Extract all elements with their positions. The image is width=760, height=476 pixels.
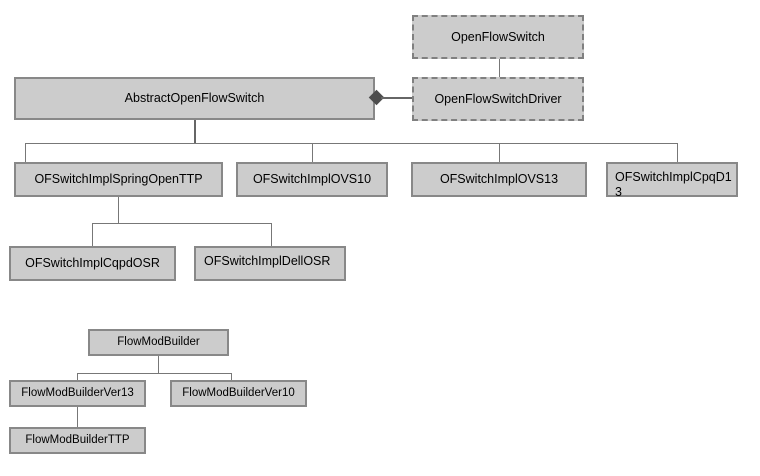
class-name-of-switch-impl-dellosr: OFSwitchImplDellOSR <box>204 254 331 268</box>
class-name-flow-mod-builder-ttp: FlowModBuilderTTP <box>25 434 130 446</box>
class-name-flow-mod-builder: FlowModBuilder <box>117 336 200 348</box>
class-name-of-switch-impl-springopenttp: OFSwitchImplSpringOpenTTP <box>34 172 203 186</box>
connector-abstract-drop <box>194 120 196 144</box>
connector-ver13-to-ttp <box>77 407 78 428</box>
class-box-of-switch-impl-ovs10[interactable]: OFSwitchImplOVS10 <box>236 162 388 197</box>
class-name-of-switch-impl-ovs13: OFSwitchImplOVS13 <box>439 172 559 186</box>
class-name-open-flow-switch-driver: OpenFlowSwitchDriver <box>434 91 562 106</box>
connector-bus-to-ovs13 <box>499 143 500 163</box>
connector-flowmodbuilder-bus <box>77 373 232 374</box>
class-box-of-switch-impl-cqpdosr[interactable]: OFSwitchImplCqpdOSR <box>9 246 176 281</box>
class-name-of-switch-impl-ovs10: OFSwitchImplOVS10 <box>252 172 372 186</box>
class-box-of-switch-impl-dellosr[interactable]: OFSwitchImplDellOSR <box>194 246 346 281</box>
class-name-flow-mod-builder-ver13: FlowModBuilderVer13 <box>21 387 134 399</box>
class-name-abstract-open-flow-switch: AbstractOpenFlowSwitch <box>124 91 265 105</box>
class-box-flow-mod-builder-ver10[interactable]: FlowModBuilderVer10 <box>170 380 307 407</box>
class-box-flow-mod-builder-ver13[interactable]: FlowModBuilderVer13 <box>9 380 146 407</box>
class-box-of-switch-impl-ovs13[interactable]: OFSwitchImplOVS13 <box>411 162 587 197</box>
connector-bus-to-ver10 <box>231 373 232 381</box>
connector-abstract-to-driver <box>381 97 412 99</box>
connector-openflowswitch-to-driver-vertical <box>499 59 500 77</box>
connector-springopenttp-drop <box>118 197 119 224</box>
connector-bus-to-ver13 <box>77 373 78 381</box>
class-name-flow-mod-builder-ver10: FlowModBuilderVer10 <box>182 387 295 399</box>
class-name-of-switch-impl-cpqd13: OFSwitchImplCpqD13 <box>615 170 732 199</box>
connector-bus-to-cqpdosr <box>92 223 93 247</box>
class-name-open-flow-switch: OpenFlowSwitch <box>451 29 545 44</box>
connector-bus-to-ovs10 <box>312 143 313 163</box>
class-box-open-flow-switch-driver[interactable]: OpenFlowSwitchDriver <box>412 77 584 121</box>
connector-bus-to-dellosr <box>271 223 272 247</box>
class-box-flow-mod-builder[interactable]: FlowModBuilder <box>88 329 229 356</box>
connector-bus-to-springopenttp <box>25 143 26 163</box>
connector-openflowswitch-to-driver-elbow <box>499 76 500 77</box>
class-box-open-flow-switch[interactable]: OpenFlowSwitch <box>412 15 584 59</box>
connector-flowmodbuilder-drop <box>158 356 159 374</box>
connector-abstract-bus <box>25 143 678 144</box>
class-box-of-switch-impl-springopenttp[interactable]: OFSwitchImplSpringOpenTTP <box>14 162 223 197</box>
connector-bus-to-cpqd13 <box>677 143 678 163</box>
class-name-of-switch-impl-cqpdosr: OFSwitchImplCqpdOSR <box>25 256 160 270</box>
class-box-flow-mod-builder-ttp[interactable]: FlowModBuilderTTP <box>9 427 146 454</box>
class-box-of-switch-impl-cpqd13[interactable]: OFSwitchImplCpqD13 <box>606 162 738 199</box>
connector-springopenttp-bus <box>92 223 272 224</box>
class-box-abstract-open-flow-switch[interactable]: AbstractOpenFlowSwitch <box>14 77 375 120</box>
